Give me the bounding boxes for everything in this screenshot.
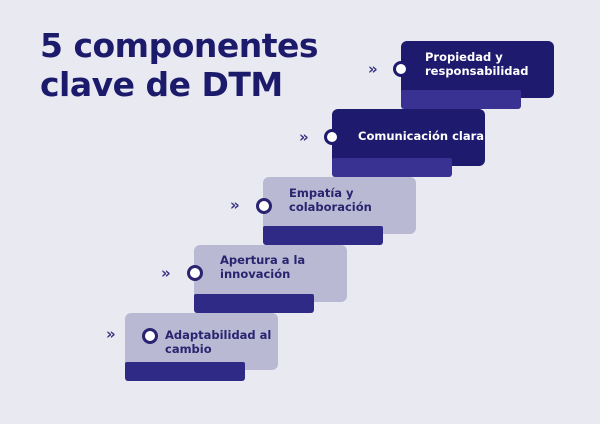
diagram-title: 5 componentes clave de DTM — [40, 26, 319, 104]
circle-marker-icon — [324, 129, 340, 145]
chevron-double-right-icon: » — [106, 325, 116, 343]
step-comunicacion: » Comunicación clara — [299, 109, 492, 189]
circle-marker-icon — [256, 198, 272, 214]
chevron-double-right-icon: » — [368, 60, 378, 78]
step-card — [263, 177, 416, 234]
step-card — [401, 41, 554, 98]
chevron-double-right-icon: » — [161, 264, 171, 282]
circle-marker-icon — [142, 328, 158, 344]
chevron-double-right-icon: » — [299, 128, 309, 146]
step-bar — [332, 158, 452, 177]
step-bar — [401, 90, 521, 109]
step-card — [194, 245, 347, 302]
step-bar — [263, 226, 383, 245]
step-card — [332, 109, 485, 166]
step-label: Comunicación clara — [358, 129, 485, 143]
title-line-2: clave de DTM — [40, 65, 283, 104]
title-line-1: 5 componentes — [40, 26, 319, 65]
circle-marker-icon — [393, 61, 409, 77]
step-bar — [194, 294, 314, 313]
step-bar — [125, 362, 245, 381]
circle-marker-icon — [187, 265, 203, 281]
chevron-double-right-icon: » — [230, 196, 240, 214]
